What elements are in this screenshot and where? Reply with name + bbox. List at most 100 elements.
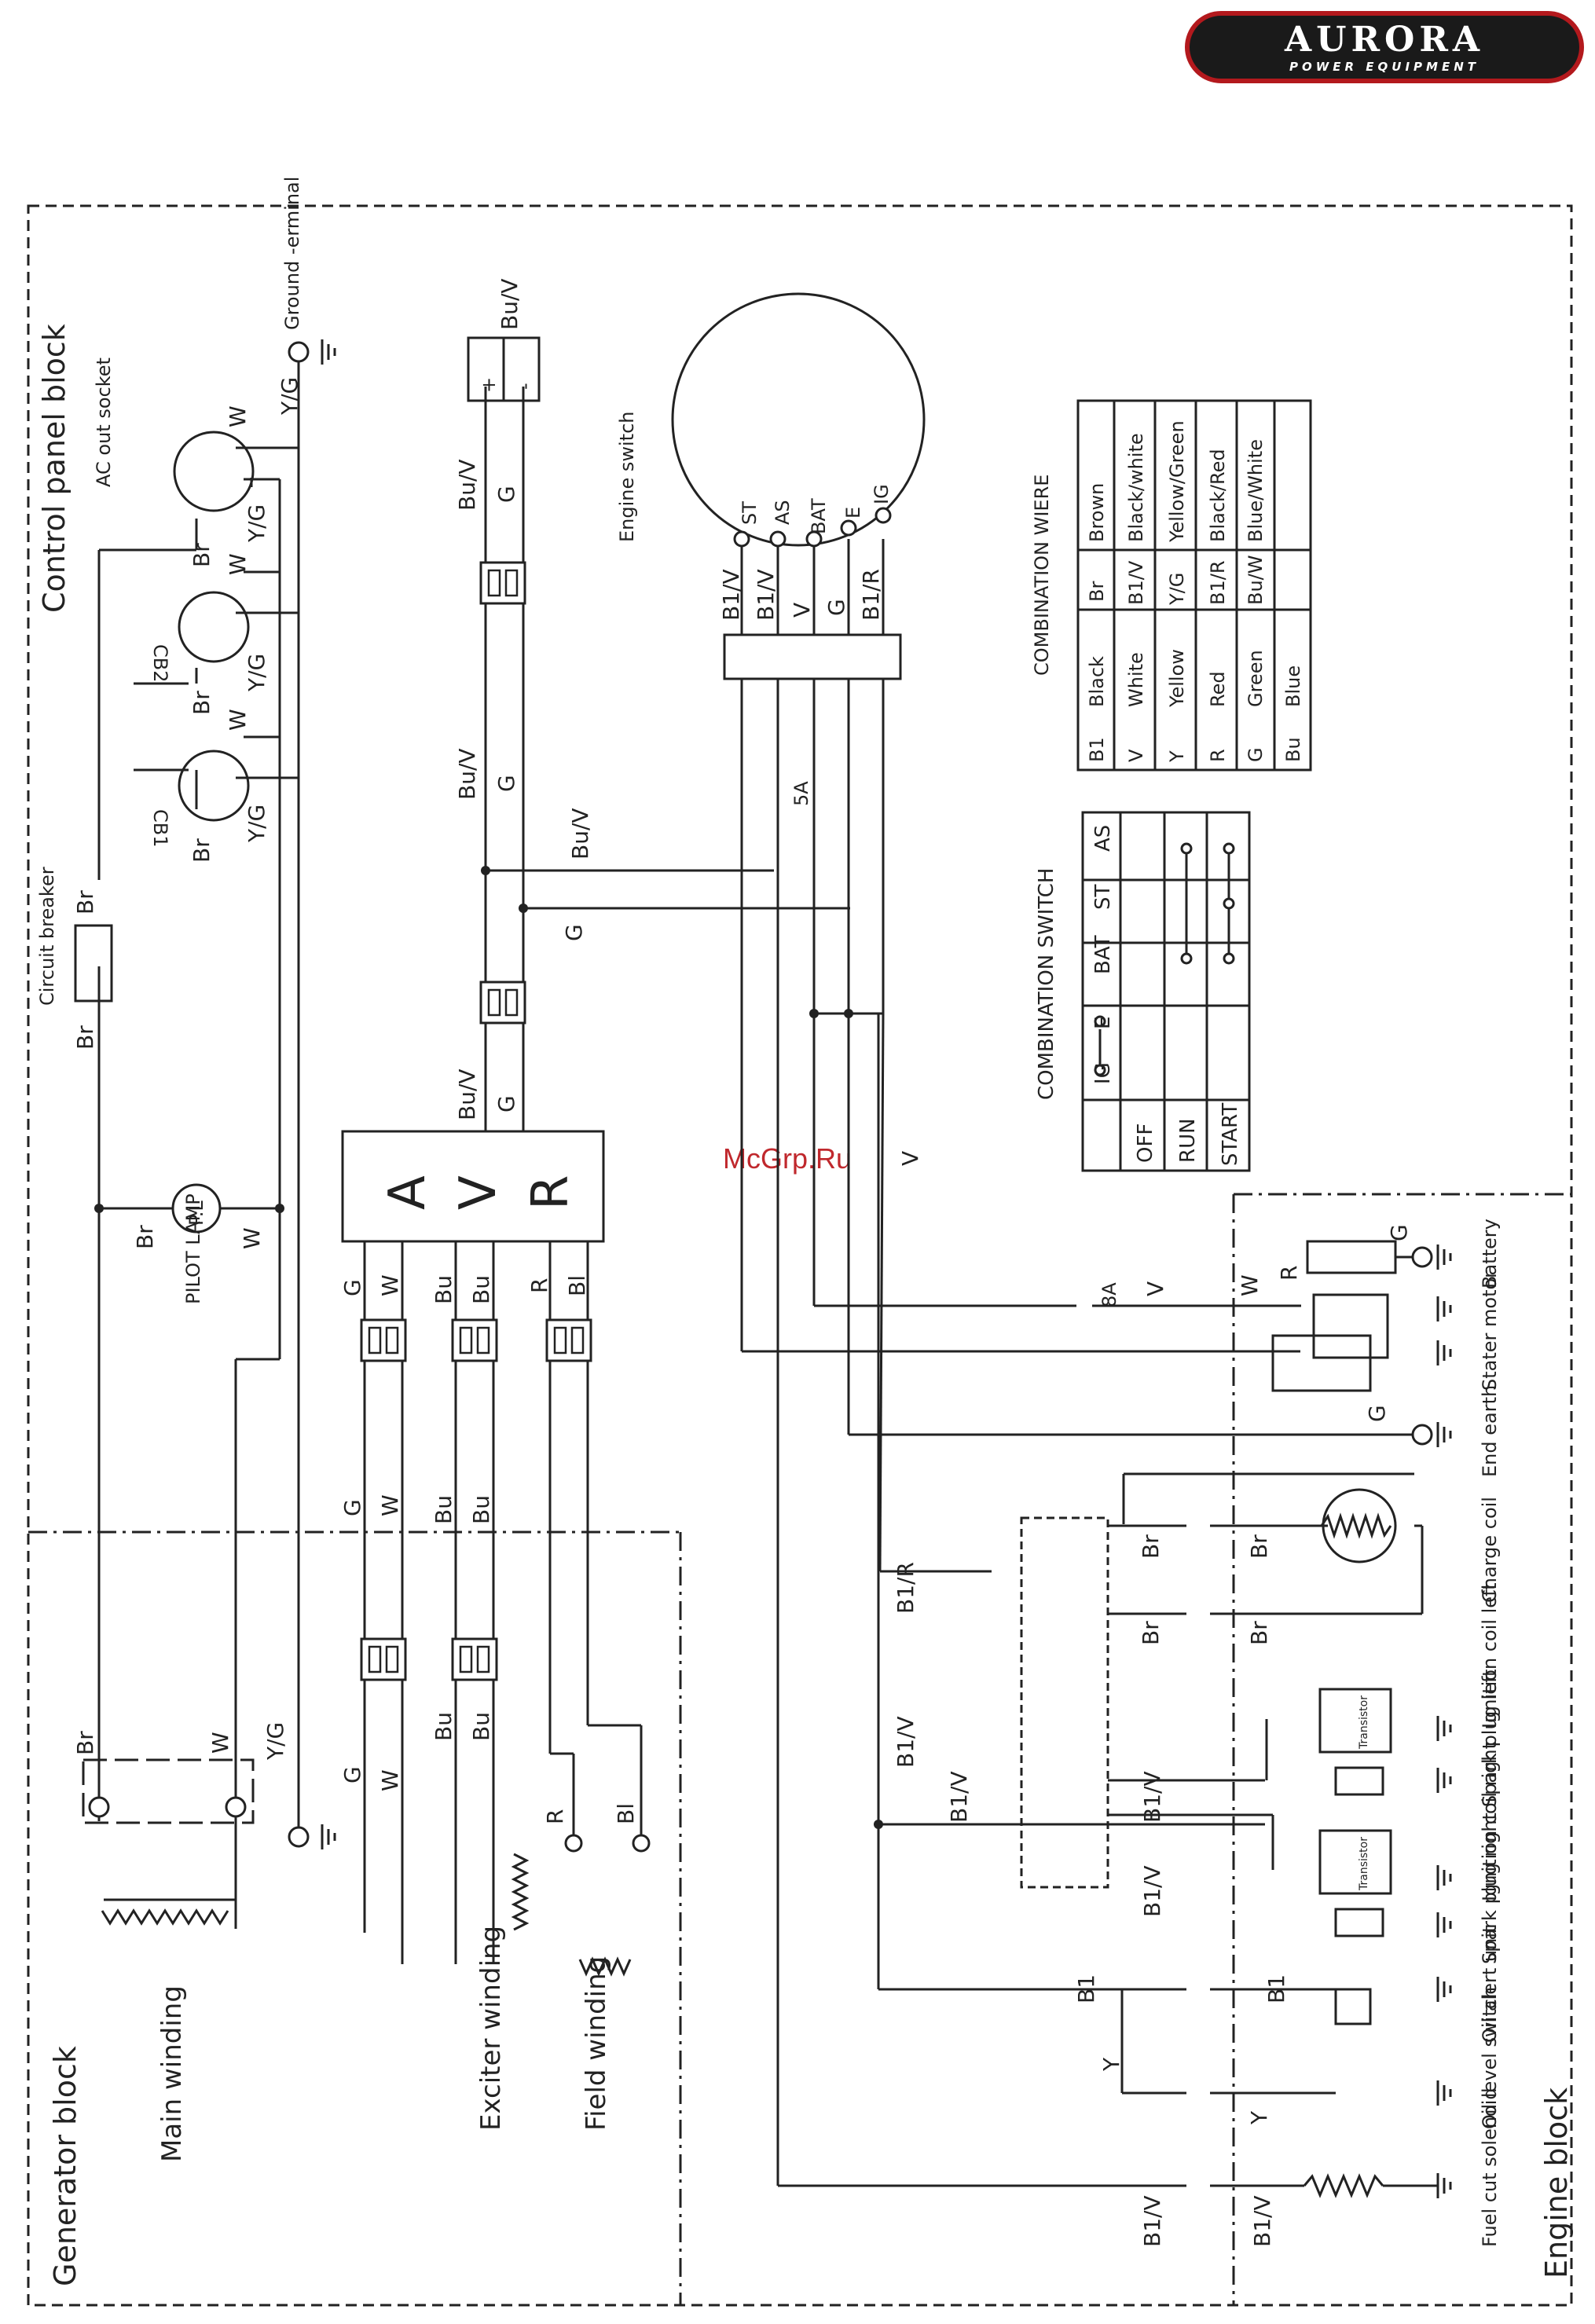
fuel-cut-solenoid-label: Fuel cut solenoid (1479, 2088, 1501, 2247)
wire-label-bl-field: Bl (613, 1803, 639, 1824)
cw-code-4: G (1245, 747, 1267, 762)
wire-label-v-engine: V (897, 1151, 923, 1166)
cw-code-1: V (1125, 749, 1147, 762)
cs-row-off: OFF (1134, 1124, 1157, 1163)
cs-row-start: START (1219, 1103, 1242, 1166)
pilot-lamp-symbol: P.L (185, 1200, 207, 1226)
wire-label-w-main: W (207, 1732, 233, 1754)
cw-code-3: R (1207, 749, 1229, 762)
wire-label-y-oil: Y (1098, 2057, 1124, 2072)
ac-socket-2 (178, 591, 250, 663)
wire-label-r-field: R (542, 1809, 568, 1824)
wire-label-buw-branch: Bu/V (567, 808, 593, 860)
ac-socket-3 (178, 750, 250, 822)
watermark: McGrp.Ru (723, 1142, 852, 1175)
fuse-5a-label: 5A (790, 781, 812, 806)
wire-label-b1v-fuel2: B1/V (1249, 2195, 1275, 2247)
cs-col-as: AS (1091, 825, 1115, 852)
wire-label-b1v-fuel: B1/V (1139, 2195, 1165, 2247)
main-winding-label: Main winding (156, 1985, 188, 2162)
wire-label-b1v-ign2: B1/V (1139, 1771, 1165, 1823)
cw-name-4: Green (1245, 650, 1267, 707)
wire-label-b1v-ign3: B1/V (1139, 1865, 1165, 1917)
wire-label-w-pilot: W (239, 1227, 265, 1249)
cw-code2-2: Y/G (1166, 573, 1188, 606)
avr-letter-r: R (522, 1175, 580, 1210)
wire-label-bu1-avr-out: Bu (431, 1275, 456, 1304)
engine-block-title: Engine block (1539, 2088, 1574, 2278)
oil-alert-unit-label: Oil alert unit (1479, 1926, 1501, 2043)
control-panel-title: Control panel block (37, 324, 72, 613)
wire-label-w-socket3: W (225, 709, 251, 731)
cw-code2-3: B1/R (1207, 561, 1229, 606)
cw-code-0: B1 (1086, 737, 1108, 762)
wire-label-w-socket1: W (225, 405, 251, 427)
spark-plug-right-label: Spark plug right (1479, 1813, 1501, 1964)
combination-wire-title: COMBINATION WIERE (1031, 475, 1053, 676)
avr-letter-v: V (449, 1175, 508, 1210)
wire-label-g-main: G (339, 1766, 365, 1783)
wire-label-b1-oil2: B1 (1263, 1974, 1289, 2003)
wire-label-yg-socket1: Y/G (244, 504, 270, 543)
cs-row-run: RUN (1176, 1118, 1200, 1163)
ground-terminal-label: Ground -erminal (281, 177, 303, 330)
wire-label-g-lower: G (493, 775, 519, 792)
cw-code2-1: B1/V (1125, 560, 1147, 605)
wire-label-yg-socket3: Y/G (244, 805, 270, 843)
combination-wire-table (1076, 399, 1312, 772)
wire-label-br-socket3: Br (189, 838, 214, 863)
circuit-breaker-label: Circuit breaker (36, 867, 58, 1006)
wire-label-br-socket1: Br (189, 543, 214, 567)
transistor-right-label: Transistor (1358, 1837, 1370, 1891)
cw-code-2: Y (1166, 750, 1188, 763)
wire-label-g-battery: G (1386, 1224, 1412, 1241)
wire-label-yg-socket2: Y/G (244, 654, 270, 692)
wire-label-r-battery: R (1276, 1266, 1302, 1281)
logo-subtitle: POWER EQUIPMENT (1289, 60, 1480, 74)
cb1-label: CB1 (149, 809, 171, 848)
wire-label-buw-lower: Bu/V (454, 748, 480, 800)
engine-switch-label: Engine switch (616, 412, 638, 543)
wire-label-bl-avr-out: Bl (564, 1275, 590, 1296)
wire-label-buw-top: Bu/V (497, 278, 522, 330)
field-winding-label: Field winding (581, 1956, 612, 2131)
aurora-logo: AURORA POWER EQUIPMENT (1185, 11, 1584, 83)
outer-frame (27, 204, 1573, 2307)
wire-label-w-gen: W (377, 1494, 403, 1516)
terminal-e: E (842, 507, 864, 519)
cs-col-ig: IG (1091, 1062, 1115, 1084)
wire-label-y-oil2: Y (1246, 2110, 1272, 2125)
cw-name2-0: Brown (1086, 483, 1108, 542)
exciter-winding-label: Exciter winding (475, 1926, 507, 2131)
avr-letter-a: A (379, 1175, 437, 1210)
wire-label-buw-avr: Bu/V (454, 1069, 480, 1120)
cw-name-2: Yellow (1166, 649, 1188, 708)
avr-box (341, 1130, 605, 1243)
wire-label-v-bat: V (789, 603, 815, 618)
wire-label-br-charge3: Br (1138, 1621, 1164, 1645)
wire-label-bu2-gen: Bu (468, 1495, 494, 1524)
generator-block-title: Generator block (48, 2046, 82, 2286)
fuse-8a-label: 8A (1098, 1282, 1120, 1307)
cw-name-1: White (1125, 652, 1147, 707)
oil-level-switch-label: Oil level switch (1479, 1987, 1501, 2129)
wire-label-b1v-engine: B1/V (893, 1716, 918, 1768)
wire-label-b1r-engine: B1/R (893, 1562, 918, 1614)
pilot-lamp-circle (171, 1183, 222, 1233)
wire-label-bu2-avr-out: Bu (468, 1275, 494, 1304)
terminal-as: AS (772, 500, 794, 525)
wire-label-br-cb-left: Br (72, 1025, 98, 1050)
combination-switch-table (1081, 811, 1251, 1172)
ac-socket-1 (173, 431, 255, 512)
wire-label-v-battery: V (1142, 1281, 1168, 1296)
cw-name2-4: Blue/White (1245, 439, 1267, 542)
terminal-ig: IG (871, 484, 893, 504)
wire-label-yg-ground: Y/G (277, 377, 302, 416)
wire-label-g-branch: G (561, 924, 587, 941)
wire-label-b1v-st: B1/V (718, 569, 744, 621)
wire-label-r-avr-out: R (526, 1278, 552, 1293)
starter-motor-label: Stater motor (1479, 1270, 1501, 1391)
wire-label-w-socket2: W (225, 553, 251, 575)
wire-label-g-avr: G (493, 1095, 519, 1113)
